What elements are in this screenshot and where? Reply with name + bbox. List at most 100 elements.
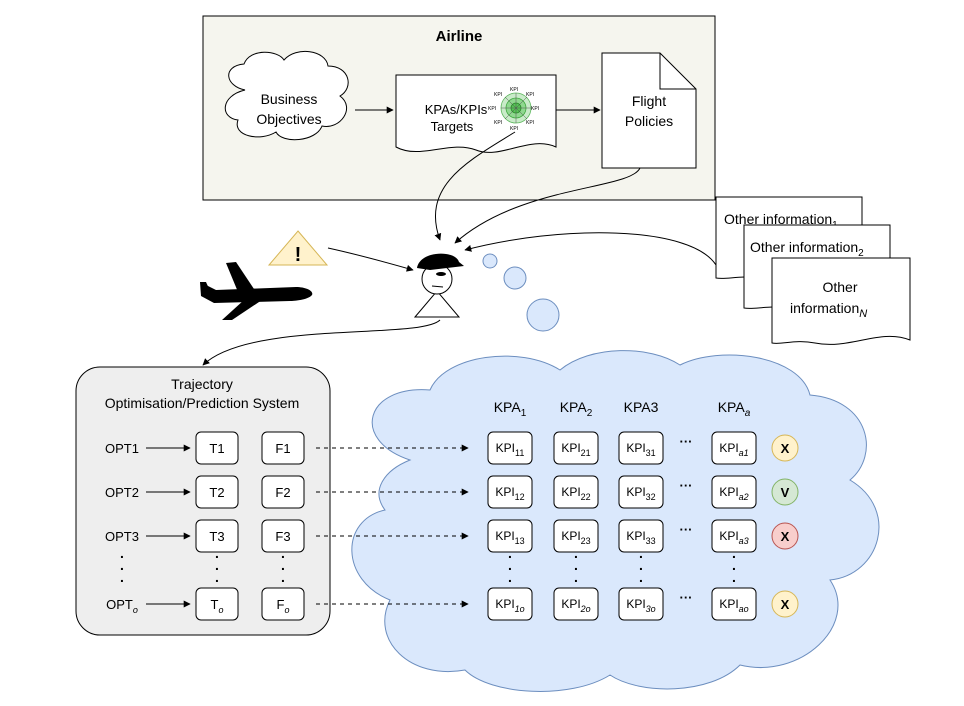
verdict-badge-1 [771, 434, 799, 462]
arrow-policies-to-pilot [454, 167, 641, 244]
kpi-radar-icon: KPI KPI KPI KPI KPI KPI KPI KPI [488, 87, 539, 132]
kpa-targets-label-2: Targets [431, 119, 474, 134]
kpi-label-1-2: KPI21 [561, 441, 590, 458]
svg-text:!: ! [295, 244, 302, 266]
kpi-dot-0-1: . [508, 557, 512, 573]
other-information-label-n-1: Other [822, 279, 857, 295]
kpi-box-2-4 [711, 475, 757, 509]
kpi-label-3-2: KPI23 [561, 529, 590, 546]
kpi-box-3-4 [711, 519, 757, 553]
radar-label-8: KPI [494, 92, 502, 98]
trajectory-box-2 [195, 475, 239, 509]
radar-label-6: KPI [494, 120, 502, 126]
thought-bubble-large [526, 298, 560, 332]
other-information-label-n-2: informationN [790, 300, 867, 320]
kpi-label-3-3: KPI33 [626, 529, 655, 546]
system-dot-0-1: . [120, 557, 124, 573]
flight-label-4: Fo [277, 597, 290, 615]
kpi-label-2-1: KPI12 [495, 485, 524, 502]
system-dot-1-2: . [215, 569, 219, 585]
system-title-1: Trajectory [171, 376, 233, 392]
kpi-label-2-4: KPIa2 [719, 485, 748, 502]
verdict-mark-2: V [781, 485, 790, 500]
system-dot-0-2: . [120, 569, 124, 585]
flight-box-2 [261, 475, 305, 509]
system-dot-1-0: . [215, 545, 219, 561]
verdict-mark-1: X [781, 441, 790, 456]
radar-label-4: KPI [526, 120, 534, 126]
warning-icon: ! [267, 230, 329, 266]
kpi-box-4-1 [487, 587, 533, 621]
flight-box-4 [261, 587, 305, 621]
kpi-box-2-1 [487, 475, 533, 509]
kpi-box-1-1 [487, 431, 533, 465]
trajectory-label-3: T3 [209, 529, 224, 544]
kpi-ellipsis-4: ··· [680, 590, 693, 605]
flight-label-1: F1 [275, 441, 290, 456]
kpi-dot-1-1: . [574, 557, 578, 573]
kpi-ellipsis-1: ··· [680, 434, 693, 449]
kpi-dot-3-1: . [732, 557, 736, 573]
opt-label-2: OPT2 [105, 485, 139, 500]
flight-policies-document [601, 52, 697, 169]
kpi-box-4-2 [553, 587, 599, 621]
kpi-label-3-4: KPIa3 [719, 529, 748, 546]
kpi-box-1-4 [711, 431, 757, 465]
kpi-dot-1-2: . [574, 569, 578, 585]
kpi-dot-2-0: . [639, 545, 643, 561]
kpi-dot-1-0: . [574, 545, 578, 561]
opt-label-4: OPTo [106, 597, 138, 615]
kpi-dot-3-0: . [732, 545, 736, 561]
kpi-box-2-2 [553, 475, 599, 509]
radar-label-1: KPI [510, 87, 518, 93]
kpa-header-2: KPA2 [560, 399, 593, 419]
system-dot-2-1: . [281, 557, 285, 573]
radar-label-5: KPI [510, 126, 518, 132]
arrow-warning-to-pilot [327, 247, 414, 272]
opt-label-3: OPT3 [105, 529, 139, 544]
business-objectives-label-2: Objectives [256, 111, 321, 127]
kpi-label-2-3: KPI32 [626, 485, 655, 502]
business-objectives-label-1: Business [261, 91, 318, 107]
thought-bubble-medium [503, 266, 527, 290]
kpa-targets-label-1: KPAs/KPIs [425, 102, 488, 117]
kpi-box-4-4 [711, 587, 757, 621]
airplane-icon [200, 262, 313, 320]
flight-label-3: F3 [275, 529, 290, 544]
kpi-label-3-1: KPI13 [495, 529, 524, 546]
verdict-badge-3 [771, 522, 799, 550]
system-dot-2-2: . [281, 569, 285, 585]
trajectory-box-1 [195, 431, 239, 465]
radar-label-2: KPI [526, 92, 534, 98]
kpi-dot-2-1: . [639, 557, 643, 573]
other-information-label-2: Other information2 [750, 239, 864, 259]
kpi-label-1-4: KPIa1 [719, 441, 748, 458]
kpi-box-1-3 [618, 431, 664, 465]
verdict-mark-4: X [781, 597, 790, 612]
kpi-box-1-2 [553, 431, 599, 465]
kpi-label-4-1: KPI1o [495, 597, 524, 614]
verdict-badge-4 [771, 590, 799, 618]
kpi-ellipsis-2: ··· [680, 478, 693, 493]
other-information-stack: Other information1 Other information2 Ot… [715, 196, 911, 345]
airline-title: Airline [436, 28, 483, 45]
kpi-dot-0-2: . [508, 569, 512, 585]
trajectory-label-1: T1 [209, 441, 224, 456]
kpi-box-3-3 [618, 519, 664, 553]
kpa-header-4: KPAa [718, 399, 751, 419]
flight-label-2: F2 [275, 485, 290, 500]
opt-label-1: OPT1 [105, 441, 139, 456]
kpi-box-4-3 [618, 587, 664, 621]
system-dot-1-1: . [215, 557, 219, 573]
arrow-kpa-to-pilot [434, 131, 516, 241]
thought-bubble-small [482, 253, 498, 269]
trajectory-label-4: To [211, 597, 224, 615]
flight-box-1 [261, 431, 305, 465]
kpa-header-1: KPA1 [494, 399, 527, 419]
kpi-dot-2-2: . [639, 569, 643, 585]
flight-policies-label-2: Policies [625, 113, 673, 129]
kpi-box-3-2 [553, 519, 599, 553]
system-dot-0-0: . [120, 545, 124, 561]
flight-box-3 [261, 519, 305, 553]
